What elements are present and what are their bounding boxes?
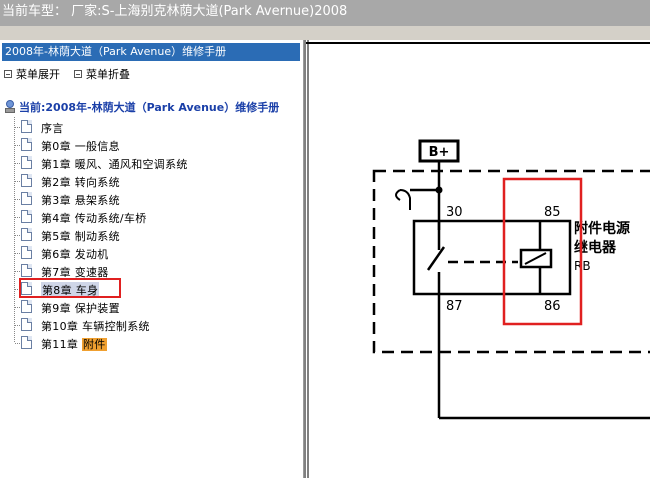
tree-item-chapter-8[interactable]: 第8章 车身	[0, 280, 300, 298]
document-icon	[21, 264, 32, 277]
tree-item-label: 第2章 转向系统	[41, 176, 120, 189]
toolbar-strip	[0, 26, 650, 40]
relay-module-outline	[372, 169, 650, 354]
document-icon	[21, 138, 32, 151]
tree-item-chapter-2[interactable]: 第2章 转向系统	[0, 172, 300, 190]
expand-menu-button[interactable]: 菜单展开	[4, 66, 60, 82]
tree-item-chapter-1[interactable]: 第1章 暖风、通风和空调系统	[0, 154, 300, 172]
search-highlight: 附件	[82, 338, 107, 351]
pin-30-label: 30	[446, 205, 463, 220]
pin-86-label: 86	[544, 299, 561, 314]
switch-contact-arm	[426, 246, 446, 271]
tree-item-chapter-4[interactable]: 第4章 传动系统/车桥	[0, 208, 300, 226]
expand-icon	[4, 70, 12, 78]
document-icon	[21, 174, 32, 187]
collapse-menu-label: 菜单折叠	[86, 68, 130, 81]
sidebar	[0, 40, 304, 478]
tree-item-label: 第11章 附件	[41, 338, 107, 351]
document-icon	[21, 120, 32, 133]
document-icon	[21, 318, 32, 331]
tree-item-chapter-3[interactable]: 第3章 悬架系统	[0, 190, 300, 208]
tree-item-chapter-10[interactable]: 第10章 车辆控制系统	[0, 316, 300, 334]
tree-item-label: 第3章 悬架系统	[41, 194, 120, 207]
collapse-menu-button[interactable]: 菜单折叠	[74, 66, 130, 82]
relay-name-line-2: 继电器	[574, 239, 617, 256]
relay-wiring-diagram: B+ 30 85 87 86 附件电源 继电器 RB	[306, 40, 650, 478]
tree-root-label: 当前:2008年-林荫大道（Park Avenue）维修手册	[19, 101, 280, 114]
document-icon	[21, 246, 32, 259]
tree-item-chapter-0[interactable]: 第0章 一般信息	[0, 136, 300, 154]
tree-item-label: 第4章 传动系统/车桥	[41, 212, 147, 225]
document-icon	[21, 228, 32, 241]
collapse-icon	[74, 70, 82, 78]
annotation-box-chapter-8	[19, 278, 121, 298]
diagram-pane: B+ 30 85 87 86 附件电源 继电器 RB	[304, 40, 650, 478]
tree-item-chapter-11[interactable]: 第11章 附件	[0, 334, 300, 352]
sidebar-header: 2008年-林荫大道（Park Avenue）维修手册	[2, 43, 300, 61]
tree-item-preface[interactable]: 序言	[0, 118, 300, 136]
tree-item-label: 第10章 车辆控制系统	[41, 320, 150, 333]
tree-item-chapter-9[interactable]: 第9章 保护装置	[0, 298, 300, 316]
tree-item-chapter-5[interactable]: 第5章 制动系统	[0, 226, 300, 244]
pin-87-label: 87	[446, 299, 463, 314]
b-plus-label: B+	[429, 145, 450, 160]
tree-item-label: 第0章 一般信息	[41, 140, 120, 153]
tree-item-label: 序言	[41, 122, 64, 135]
tree-item-chapter-6[interactable]: 第6章 发动机	[0, 244, 300, 262]
tree-item-label: 第7章 变速器	[41, 266, 109, 279]
tree-root[interactable]: 当前:2008年-林荫大道（Park Avenue）维修手册	[4, 99, 279, 115]
document-icon	[21, 156, 32, 169]
document-icon	[21, 300, 32, 313]
tree-item-label: 第1章 暖风、通风和空调系统	[41, 158, 188, 171]
tree-connector-line	[14, 117, 15, 342]
tree-item-label: 第9章 保护装置	[41, 302, 120, 315]
expand-menu-label: 菜单展开	[16, 68, 60, 81]
coil-diagonal	[524, 252, 547, 265]
menu-toggle-row: 菜单展开 菜单折叠	[4, 66, 130, 82]
relay-id: RB	[574, 259, 591, 273]
pin-85-label: 85	[544, 205, 561, 220]
document-icon	[21, 282, 32, 295]
tree-item-label-selected: 第8章 车身	[41, 282, 100, 298]
tree-item-label: 第5章 制动系统	[41, 230, 120, 243]
relay-name-line-1: 附件电源	[574, 220, 630, 237]
splice-dot	[435, 186, 443, 194]
relay-body	[412, 219, 572, 296]
window-title: 当前车型： 厂家:S-上海别克林荫大道(Park Avernue)2008	[0, 0, 650, 26]
annotation-box-coil	[502, 177, 583, 326]
manual-root-icon	[4, 100, 16, 114]
document-icon	[21, 210, 32, 223]
document-icon	[21, 336, 32, 349]
fusible-link-symbol	[395, 189, 411, 210]
tree-item-label: 第6章 发动机	[41, 248, 109, 261]
document-icon	[21, 192, 32, 205]
tree-item-chapter-7[interactable]: 第7章 变速器	[0, 262, 300, 280]
